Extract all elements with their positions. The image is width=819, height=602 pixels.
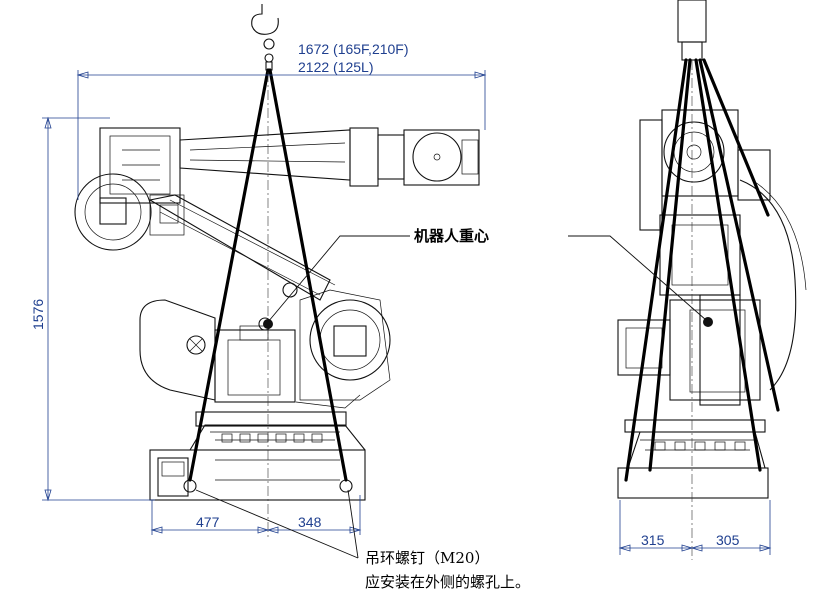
center-of-gravity-label: 机器人重心: [414, 227, 489, 245]
base-right-dimension: 348: [298, 514, 322, 530]
eyebolt-note-line2: 应安装在外侧的螺孔上。: [365, 573, 530, 591]
base-left-dimension: 477: [196, 514, 220, 530]
sling-ropes-right: [624, 58, 780, 482]
robot-base-left: [149, 411, 366, 501]
robot-upper-arm-left: [179, 127, 480, 187]
height-dimension: 1576: [30, 299, 46, 330]
robot-side-view: [42, 4, 487, 540]
crane-hook-right: [677, 0, 707, 61]
center-of-gravity-marker-left: [263, 319, 273, 329]
sling-ropes-left: [188, 68, 348, 482]
dimension-lines-left: [42, 70, 487, 535]
robot-body-right: [617, 179, 807, 406]
side-right-dimension: 305: [716, 532, 740, 548]
robot-front-view: [617, 0, 807, 560]
reach-dimension-line2: 2122 (125L): [298, 59, 374, 75]
eyebolt-note-line1: 吊环螺钉（M20）: [365, 549, 489, 567]
reach-dimension-line1: 1672 (165F,210F): [298, 41, 409, 57]
robot-body-left: [139, 289, 391, 409]
robot-j3-housing-left: [74, 127, 185, 251]
dimension-lines-right: [618, 500, 772, 555]
leader-lines: [195, 235, 707, 559]
side-left-dimension: 315: [641, 532, 665, 548]
robot-base-right: [617, 419, 769, 499]
crane-hook-left: [251, 4, 279, 71]
